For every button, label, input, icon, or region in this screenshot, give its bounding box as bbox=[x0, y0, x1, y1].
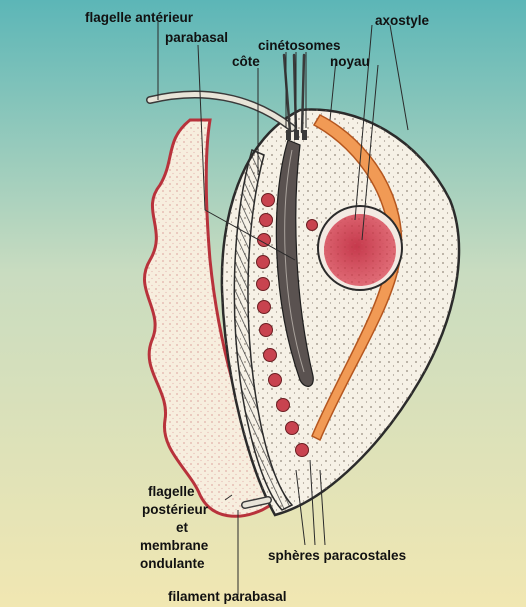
label-et: et bbox=[176, 520, 189, 535]
label-ondulante: ondulante bbox=[140, 556, 205, 571]
label-flagelle-anterieur: flagelle antérieur bbox=[85, 10, 194, 25]
label-cinetosomes: cinétosomes bbox=[258, 38, 341, 53]
label-cote: côte bbox=[232, 54, 260, 69]
label-filament-parabasal: filament parabasal bbox=[168, 589, 287, 604]
recurrent-flagellum bbox=[245, 500, 268, 505]
label-posterieur: postérieur bbox=[142, 502, 209, 517]
label-membrane: membrane bbox=[140, 538, 209, 553]
label-parabasal: parabasal bbox=[165, 30, 228, 45]
label-axostyle: axostyle bbox=[375, 13, 430, 28]
kinetosomes bbox=[286, 130, 307, 140]
label-flagelle: flagelle bbox=[148, 484, 195, 499]
label-spheres-paracostales: sphères paracostales bbox=[268, 548, 406, 563]
label-noyau: noyau bbox=[330, 54, 370, 69]
